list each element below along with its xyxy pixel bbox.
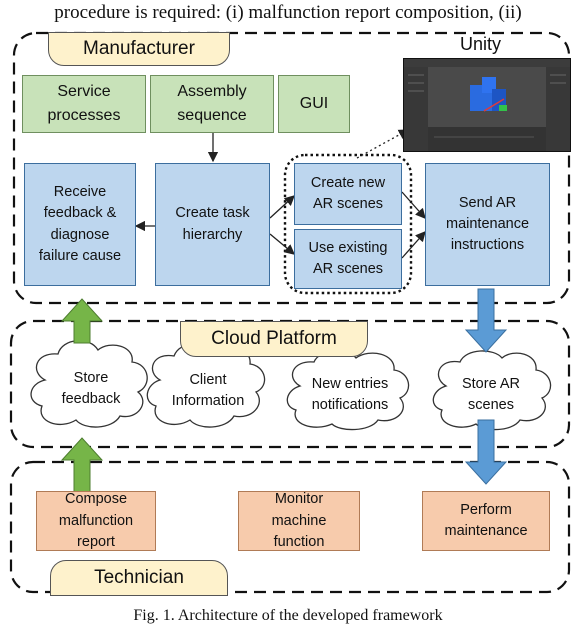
receive-feedback-box: Receive feedback & diagnose failure caus… [24, 163, 136, 286]
cloud-store-feedback [30, 340, 148, 428]
unity-scene-icon [404, 59, 570, 151]
compose-malfunction-report-box: Compose malfunction report [36, 491, 156, 551]
manufacturer-label: Manufacturer [48, 32, 230, 66]
header-text: procedure is required: (i) malfunction r… [54, 2, 522, 23]
technician-region [9, 460, 571, 594]
technician-label: Technician [50, 560, 228, 596]
arrow-task-to-new-ar [269, 195, 295, 219]
new-entries-notifications-label: New entries notifications [311, 375, 389, 413]
down-arrow-store [464, 419, 508, 485]
up-arrow-report [60, 437, 104, 493]
unity-label: Unity [460, 34, 502, 54]
assembly-sequence-box: Assembly sequence [150, 75, 274, 133]
arrow-existing-ar-to-send [401, 231, 426, 259]
create-task-hierarchy-box: Create task hierarchy [155, 163, 270, 286]
store-ar-scenes-label: Store AR scenes [461, 375, 521, 413]
down-arrow-send [464, 288, 508, 353]
manufacturer-region [12, 31, 571, 305]
store-feedback-label: Store feedback [61, 369, 121, 407]
client-information-label: Client Information [171, 371, 245, 409]
create-new-ar-scenes-box: Create new AR scenes [294, 163, 402, 225]
ar-scenes-group [283, 153, 413, 295]
use-existing-ar-scenes-box: Use existing AR scenes [294, 229, 402, 289]
arrow-new-ar-to-send [401, 191, 426, 219]
monitor-machine-function-box: Monitor machine function [238, 491, 360, 551]
service-processes-box: Service processes [22, 75, 146, 133]
up-arrow-feedback [60, 298, 104, 344]
gui-box: GUI [278, 75, 350, 133]
perform-maintenance-box: Perform maintenance [422, 491, 550, 551]
figure-caption: Fig. 1. Architecture of the developed fr… [133, 607, 443, 624]
arrow-task-to-existing-ar [269, 233, 295, 255]
send-ar-instructions-box: Send AR maintenance instructions [425, 163, 550, 286]
unity-editor-screenshot [403, 58, 571, 152]
cloud-store-ar-scenes [432, 350, 552, 431]
cloud-platform-label: Cloud Platform [180, 321, 368, 357]
